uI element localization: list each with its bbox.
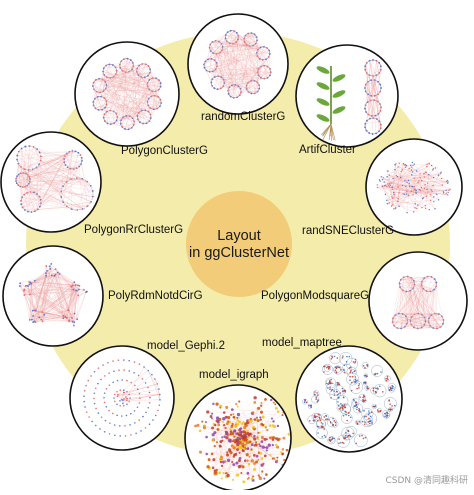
label-ArtifCluster: ArtifCluster <box>299 145 356 157</box>
center-title-line1: Layout <box>217 228 261 245</box>
thumbnail-frame <box>3 246 103 346</box>
label-PolyRdmNotdCirG: PolyRdmNotdCirG <box>108 291 203 303</box>
thumbnail-randomClusterG <box>188 14 288 114</box>
thumbnail-randSNEClusterG <box>366 139 462 235</box>
label-model_maptree: model_maptree <box>262 338 342 350</box>
thumbnail-frame <box>70 346 174 450</box>
thumbnail-model_maptree <box>296 346 402 452</box>
thumbnail-model_Gephi.2 <box>70 346 174 450</box>
label-model_igraph: model_igraph <box>199 370 269 382</box>
label-PolygonRrClusterG: PolygonRrClusterG <box>84 225 183 237</box>
thumbnail-PolygonModsquareG <box>369 252 467 350</box>
thumbnail-ArtifCluster <box>296 45 398 147</box>
center-title-line2: in ggClusterNet <box>189 245 289 262</box>
center-title: Layout in ggClusterNet <box>186 192 292 298</box>
label-randomClusterG: randomClusterG <box>201 112 285 124</box>
thumbnail-model_igraph <box>185 385 293 490</box>
label-PolygonClusterG: PolygonClusterG <box>121 146 208 158</box>
label-PolygonModsquareG: PolygonModsquareG <box>261 291 369 303</box>
label-model_Gephi.2: model_Gephi.2 <box>147 341 225 353</box>
thumbnail-frame <box>296 45 398 147</box>
thumbnail-PolyRdmNotdCirG <box>3 246 103 346</box>
thumbnail-PolygonRrClusterG <box>1 132 101 232</box>
watermark: CSDN @清同趣科研 <box>385 473 468 486</box>
thumbnail-PolygonClusterG <box>75 42 179 146</box>
label-randSNEClusterG: randSNEClusterG <box>302 226 394 238</box>
